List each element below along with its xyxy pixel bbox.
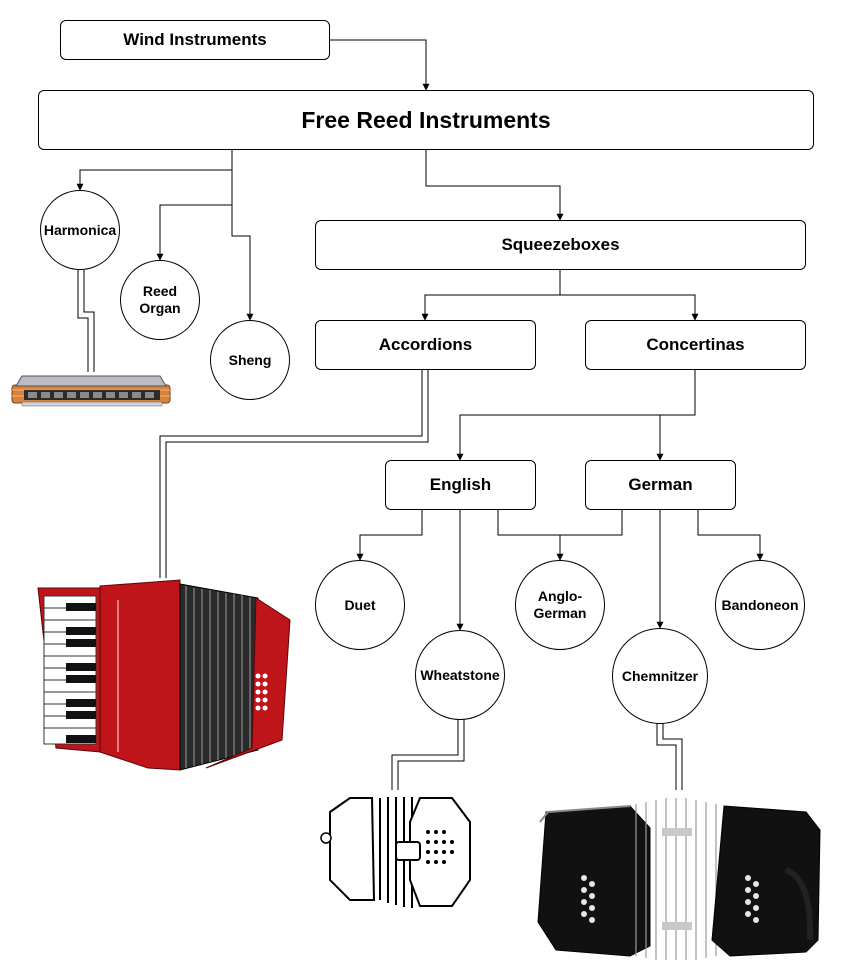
node-label: Reed Organ <box>139 283 181 316</box>
node-bandoneon: Bandoneon <box>715 560 805 650</box>
node-free-reed-instruments: Free Reed Instruments <box>38 90 814 150</box>
edge-german-to-bandoneon <box>697 510 764 561</box>
node-accordions: Accordions <box>315 320 536 370</box>
node-squeezeboxes: Squeezeboxes <box>315 220 806 270</box>
node-english: English <box>385 460 536 510</box>
edge-squeezeboxes-to-accordions <box>421 270 561 321</box>
node-label: Squeezeboxes <box>501 235 620 254</box>
node-label: Concertinas <box>646 335 745 354</box>
node-wind-instruments: Wind Instruments <box>60 20 330 60</box>
edge-english-to-duet <box>356 510 423 561</box>
edge-free-reed-to-squeezeboxes <box>425 150 564 221</box>
node-sheng: Sheng <box>210 320 290 400</box>
node-label: Harmonica <box>43 221 117 238</box>
bandoneon-icon <box>537 798 821 960</box>
connectors <box>76 39 764 631</box>
edge-wind-to-free-reed <box>330 39 430 91</box>
node-label: Duet <box>344 596 376 613</box>
edge-free-reed-to-sheng <box>231 150 254 321</box>
node-concertinas: Concertinas <box>585 320 806 370</box>
node-reed-organ: Reed Organ <box>120 260 200 340</box>
node-label: German <box>628 475 693 494</box>
node-german: German <box>585 460 736 510</box>
node-label: Chemnitzer <box>621 667 699 684</box>
node-duet: Duet <box>315 560 405 650</box>
image-links <box>77 270 683 790</box>
edge-german-to-anglo-german <box>560 510 623 536</box>
node-label: Wheatstone <box>420 666 500 683</box>
node-wheatstone: Wheatstone <box>415 630 505 720</box>
node-chemnitzer: Chemnitzer <box>612 628 708 724</box>
edge-english-to-anglo-german <box>497 510 564 561</box>
node-label: Bandoneon <box>721 596 799 613</box>
node-label: English <box>429 475 492 494</box>
edge-concertinas-to-english <box>456 370 696 461</box>
node-label: Wind Instruments <box>123 30 267 49</box>
edge-free-reed-to-harmonica <box>76 150 233 191</box>
accordion-icon <box>37 579 291 771</box>
concertina-icon <box>320 797 471 908</box>
node-label: Free Reed Instruments <box>301 106 551 133</box>
node-label: Sheng <box>228 351 272 368</box>
node-label: Accordions <box>378 335 473 354</box>
edge-free-reed-to-reed-organ <box>156 150 233 261</box>
node-anglo-german: Anglo- German <box>515 560 605 650</box>
node-label: Anglo- German <box>533 588 587 621</box>
harmonica-icon <box>11 375 171 407</box>
edge-squeezeboxes-to-concertinas <box>559 270 699 321</box>
node-harmonica: Harmonica <box>40 190 120 270</box>
